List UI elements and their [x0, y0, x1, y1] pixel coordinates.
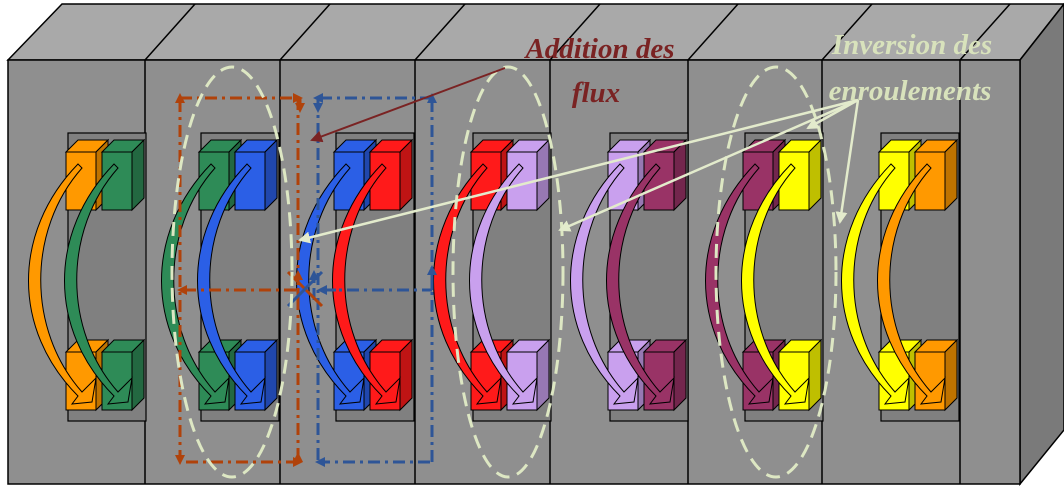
coil-winding-right [332, 163, 401, 405]
coil-winding-left [705, 163, 774, 405]
coil-winding-right [741, 163, 810, 405]
coil-pair [705, 138, 823, 412]
coil-winding-left [28, 163, 97, 405]
ellipse-phase-2 [170, 65, 294, 479]
top-divider [414, 3, 466, 61]
annotation-pointers [298, 67, 860, 244]
coil-winding-left [570, 163, 639, 405]
coil-winding-right [197, 163, 266, 405]
addition-label-line2: flux [572, 77, 620, 109]
top-divider [959, 3, 1011, 61]
coil-winding-right [606, 163, 675, 405]
top-divider [549, 3, 601, 61]
core-top-dividers [144, 3, 1011, 61]
coil-pair [570, 138, 688, 412]
inversion-pointer-1 [298, 98, 859, 244]
winding-coils [28, 138, 959, 412]
coil-winding-left [433, 163, 502, 405]
ellipse-phase-4 [451, 65, 565, 479]
ellipse-phase-6 [714, 65, 838, 479]
coil-block-right-top [913, 138, 959, 212]
coil-winding-right [64, 163, 133, 405]
inversion-label-line2: enroulements [829, 75, 992, 107]
addition-pointer [310, 67, 506, 143]
flux-loop-blue [309, 93, 437, 467]
coil-winding-left [841, 163, 910, 405]
inversion-label-line1: Inversion des [831, 29, 992, 61]
coil-pair [841, 138, 959, 412]
top-divider [687, 3, 739, 61]
top-divider [279, 3, 331, 61]
coil-winding-right [877, 163, 946, 405]
coil-block-right-top [642, 138, 688, 212]
addition-label-line1: Addition des [523, 33, 674, 65]
inversion-pointer-3 [806, 98, 859, 130]
top-divider [821, 3, 873, 61]
annotation-labels: Addition des flux Inversion des enroulem… [523, 29, 992, 109]
coil-pair [433, 138, 551, 412]
flux-paths [175, 93, 437, 467]
inversion-pointer-4 [835, 99, 860, 224]
coil-block-right-bottom [368, 338, 414, 412]
flux-junction-cross [286, 270, 324, 308]
coil-block-right-top [777, 138, 823, 212]
coil-winding-right [469, 163, 538, 405]
coil-pair [28, 138, 146, 412]
top-divider [144, 3, 196, 61]
highlight-ellipses [170, 65, 838, 479]
core-side-face [1019, 2, 1064, 487]
